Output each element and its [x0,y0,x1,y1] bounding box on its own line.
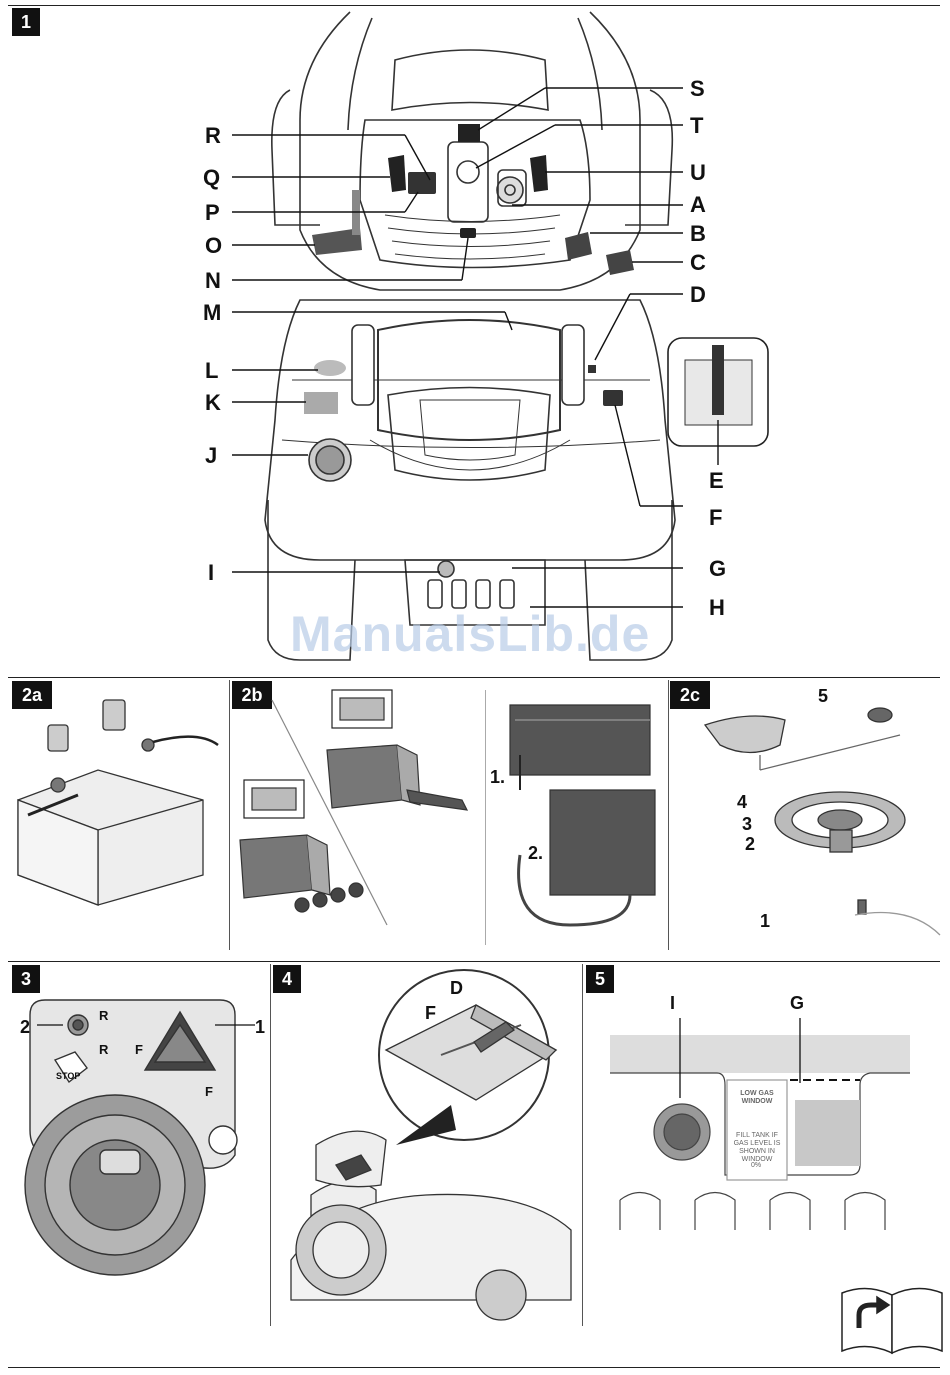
tractor-top-view [0,0,950,680]
label-I: I [208,560,214,586]
label-E: E [709,468,724,494]
rule-row2 [8,677,940,678]
label-2c-4: 4 [737,792,747,813]
label-C: C [690,250,706,276]
battery-icon [8,690,228,950]
label-P: P [205,200,220,226]
label-2c-1: 1 [760,911,770,932]
label-D: D [690,282,706,308]
label-A: A [690,192,706,218]
manual-return-icon [837,1283,947,1358]
label-R: R [205,123,221,149]
fuse-removal-diagram [232,690,482,945]
label-S: S [690,76,705,102]
percent-indicator: 0% [743,1162,769,1170]
panel-3-tag: 3 [12,965,40,993]
low-gas-window-note: FILL TANK IF GAS LEVEL IS SHOWN IN WINDO… [729,1132,785,1164]
label-2c-5: 5 [818,686,828,707]
step-2-label: 2. [528,843,543,864]
watermark: ManualsLib.de [290,605,650,663]
bottom-rule [8,1367,940,1368]
label-F: F [709,505,722,531]
divider-2b-steps [485,690,486,945]
divider-2a [229,680,230,950]
label-O: O [205,233,222,259]
label-L: L [205,358,218,384]
divider-4 [582,964,583,1326]
label-T: T [690,113,703,139]
battery-terminal-steps [490,695,665,940]
rule-row3 [8,961,940,962]
label-B: B [690,221,706,247]
label-Q: Q [203,165,220,191]
panel-5-tag: 5 [586,965,614,993]
fig3-leader-lines [15,1015,275,1045]
label-K: K [205,390,221,416]
fig5-label-I: I [670,993,675,1014]
fig5-label-G: G [790,993,804,1014]
label-M: M [203,300,221,326]
label-2c-2: 2 [745,834,755,855]
label-J: J [205,443,217,469]
stop-icon: STOP [56,1071,80,1081]
low-gas-window-title: LOW GAS WINDOW [729,1090,785,1106]
fig4-label-F: F [425,1003,436,1024]
label-G: G [709,556,726,582]
fig3-F: F [205,1084,213,1099]
fig4-label-D: D [450,978,463,999]
label-2c-3: 3 [742,814,752,835]
label-N: N [205,268,221,294]
step-1-label: 1. [490,767,505,788]
label-H: H [709,595,725,621]
divider-2c [668,680,669,950]
steering-wheel-diagram [690,690,940,945]
label-U: U [690,160,706,186]
